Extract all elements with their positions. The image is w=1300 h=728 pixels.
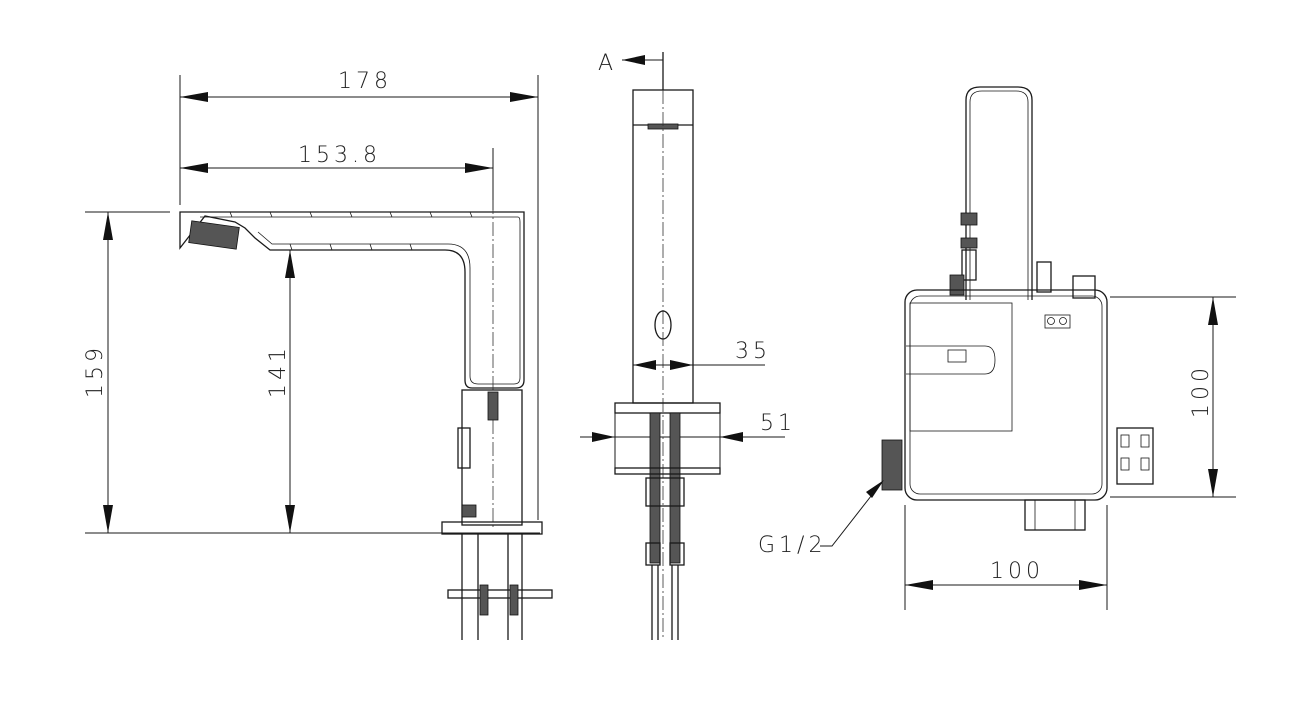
dimension-51: 51 [580,411,796,470]
dim-label-178: 178 [338,69,392,94]
dimension-width-100: 100 [904,505,1108,610]
control-box [904,289,1108,501]
side-view: 178 153.8 [83,69,553,640]
dimension-height-100: 100 [1110,296,1236,498]
dim-label-35: 35 [735,339,771,364]
dim-label-51: 51 [760,411,796,436]
sensor-window-icon [654,310,672,340]
base-plate [614,402,721,414]
thread-callout-g1-2: G1/2 [758,480,884,558]
dimension-141: 141 [266,250,295,533]
mounting-assembly [441,389,553,640]
front-view: A 35 51 [580,51,796,640]
threaded-rod [669,412,681,564]
threaded-rod [649,412,661,564]
outlet-connector [1116,427,1154,485]
section-label-a: A [598,51,617,76]
dimension-159: 159 [83,212,113,533]
dimension-178: 178 [180,69,538,102]
dim-label-height-100: 100 [1189,364,1214,418]
thread-label: G1/2 [758,533,826,558]
dimension-35: 35 [633,339,771,370]
dim-label-width-100: 100 [990,559,1044,584]
sensor-cable [965,86,1033,300]
indicator-lights [1044,314,1071,329]
section-marker-a: A [598,51,664,90]
aerator-icon [188,220,240,250]
dim-label-141: 141 [266,344,291,398]
dim-label-159: 159 [83,344,108,398]
inlet-thread-fitting [881,439,903,491]
cable-connector-icon [960,212,978,226]
dim-label-153-8: 153.8 [298,143,381,168]
control-box-view: 100 100 G1/2 [758,86,1236,610]
dimension-153-8: 153.8 [180,143,493,173]
spout-outline [179,200,525,530]
